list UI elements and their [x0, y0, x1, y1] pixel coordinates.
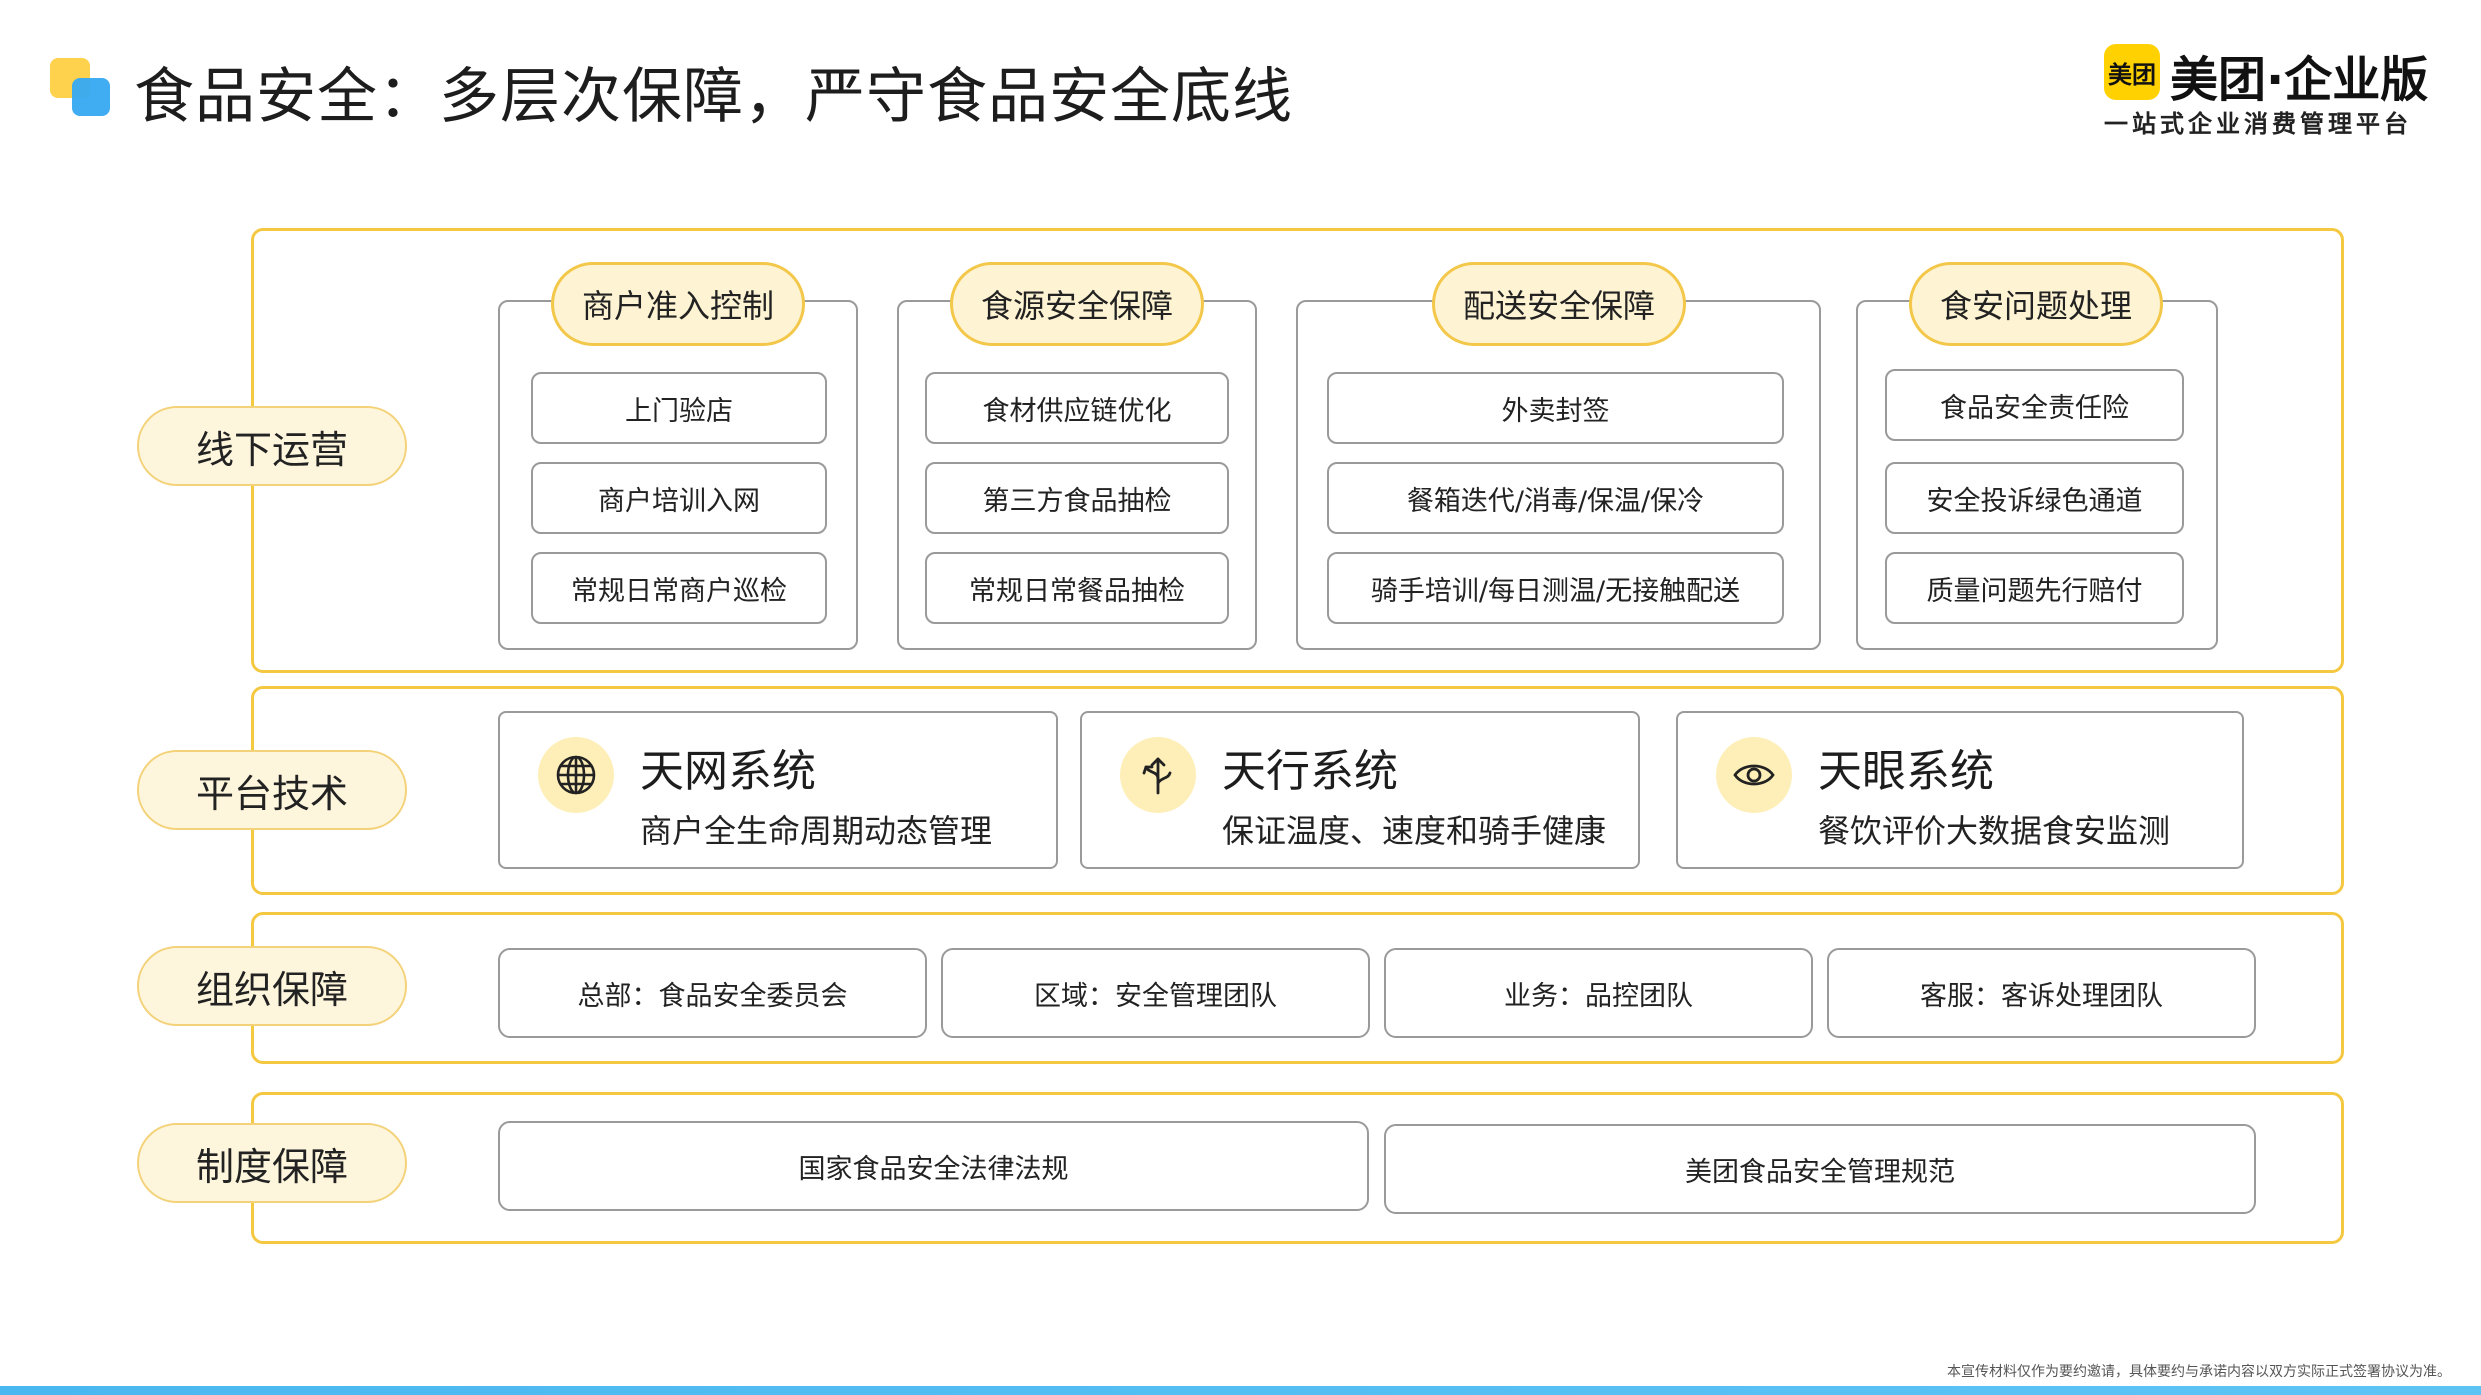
logo-badge: 美团	[2104, 44, 2160, 100]
row-label-org: 组织保障	[137, 946, 407, 1026]
globe-icon	[538, 737, 614, 813]
list-item: 食材供应链优化	[925, 372, 1229, 444]
regulation-item-national-law: 国家食品安全法律法规	[498, 1121, 1369, 1211]
list-item: 安全投诉绿色通道	[1885, 462, 2184, 534]
system-description: 保证温度、速度和骑手健康	[1222, 812, 1607, 850]
org-item-region: 区域：安全管理团队	[941, 948, 1370, 1038]
list-item: 常规日常餐品抽检	[925, 552, 1229, 624]
list-item: 餐箱迭代/消毒/保温/保冷	[1327, 462, 1784, 534]
eye-icon	[1716, 737, 1792, 813]
title-decoration-icon	[50, 58, 112, 116]
page-title: 食品安全：多层次保障，严守食品安全底线	[134, 62, 1293, 132]
column-title-delivery: 配送安全保障	[1432, 262, 1686, 346]
row-label-tech: 平台技术	[137, 750, 407, 830]
column-title-issue-handling: 食安问题处理	[1909, 262, 2163, 346]
system-description: 商户全生命周期动态管理	[640, 812, 993, 850]
disclaimer-text: 本宣传材料仅作为要约邀请，具体要约与承诺内容以双方实际正式签署协议为准。	[1947, 1364, 2451, 1380]
logo-name: 美团·企业版	[2170, 52, 2429, 108]
system-title: 天行系统	[1222, 746, 1398, 797]
column-title-food-source: 食源安全保障	[950, 262, 1204, 346]
system-description: 餐饮评价大数据食安监测	[1818, 812, 2171, 850]
system-card-tianwang: 天网系统 商户全生命周期动态管理	[498, 711, 1058, 869]
row-label-offline: 线下运营	[137, 406, 407, 486]
system-title: 天网系统	[640, 746, 816, 797]
org-item-customer-service: 客服：客诉处理团队	[1827, 948, 2256, 1038]
logo-tagline: 一站式企业消费管理平台	[2104, 110, 2412, 138]
org-item-business: 业务：品控团队	[1384, 948, 1813, 1038]
list-item: 上门验店	[531, 372, 827, 444]
row-label-regulation: 制度保障	[137, 1123, 407, 1203]
list-item: 外卖封签	[1327, 372, 1784, 444]
system-card-tianxing: 天行系统 保证温度、速度和骑手健康	[1080, 711, 1640, 869]
bottom-accent-bar	[0, 1386, 2481, 1395]
system-card-tianyan: 天眼系统 餐饮评价大数据食安监测	[1676, 711, 2244, 869]
list-item: 商户培训入网	[531, 462, 827, 534]
list-item: 第三方食品抽检	[925, 462, 1229, 534]
system-title: 天眼系统	[1818, 746, 1994, 797]
list-item: 食品安全责任险	[1885, 369, 2184, 441]
route-arrows-icon	[1120, 737, 1196, 813]
list-item: 骑手培训/每日测温/无接触配送	[1327, 552, 1784, 624]
org-item-headquarters: 总部：食品安全委员会	[498, 948, 927, 1038]
regulation-item-meituan-standard: 美团食品安全管理规范	[1384, 1124, 2256, 1214]
brand-logo: 美团 美团·企业版 一站式企业消费管理平台	[2104, 40, 2428, 140]
list-item: 质量问题先行赔付	[1885, 552, 2184, 624]
list-item: 常规日常商户巡检	[531, 552, 827, 624]
column-title-merchant-access: 商户准入控制	[551, 262, 805, 346]
